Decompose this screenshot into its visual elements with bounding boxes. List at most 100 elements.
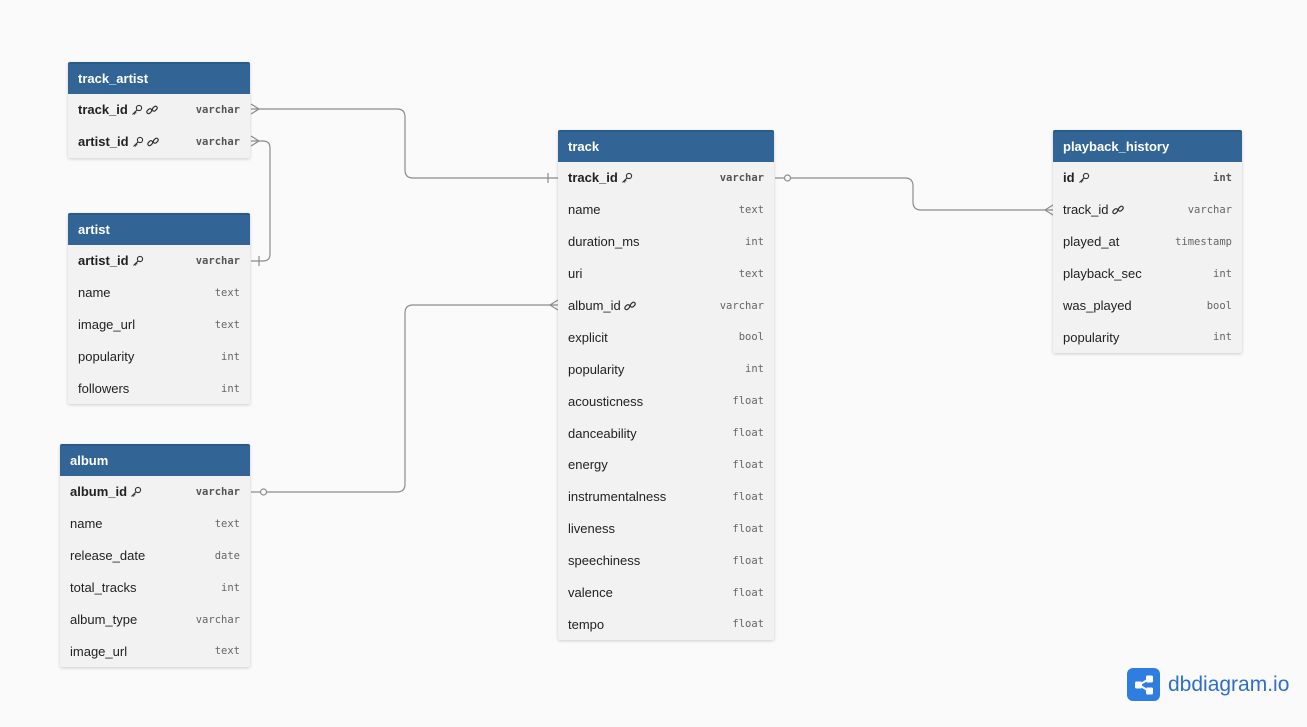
table-title[interactable]: artist [68,213,250,245]
brand-logo[interactable]: dbdiagram.io [1127,668,1289,701]
field-type: float [732,458,764,471]
field-name-text: danceability [568,425,637,441]
field-row-album-id[interactable]: album_id varchar [60,476,250,508]
share-nodes-icon [1127,668,1160,701]
field-name: total_tracks [70,580,136,595]
field-row-name[interactable]: name text [60,508,250,540]
field-type: varchar [195,135,240,148]
table-title[interactable]: track [558,130,774,162]
field-type: varchar [195,485,240,498]
field-name-text: followers [78,381,130,396]
key-icon [1078,172,1090,184]
field-row-id[interactable]: id int [1053,162,1242,194]
field-name: id [1063,170,1090,185]
field-row-duration-ms[interactable]: duration_ms int [558,226,774,258]
field-type: int [221,382,240,395]
field-name: followers [78,381,129,396]
field-type: text [214,517,240,530]
field-name: track_id [1063,202,1124,217]
key-icon [131,104,143,116]
field-name-text: track_id [568,170,618,186]
field-name-text: speechiness [568,553,641,569]
brand-name: dbdiagram.io [1168,672,1290,696]
field-name-text: name [70,516,103,532]
field-row-name[interactable]: name text [558,194,774,226]
field-type: text [738,203,764,216]
table-album[interactable]: album album_id varchar name text release_date… [60,444,250,668]
field-type: int [745,235,764,248]
field-name: valence [568,585,613,600]
table-title[interactable]: album [60,444,250,476]
field-name-text: album_id [70,484,128,500]
field-name-text: duration_ms [568,234,640,250]
field-name: name [568,202,601,217]
field-name-text: popularity [78,349,135,365]
edge-track-artist-track [251,108,558,179]
field-name-text: tempo [568,616,605,632]
table-title[interactable]: playback_history [1053,130,1242,162]
crow-foot-icon [1043,204,1054,216]
link-icon [623,300,636,312]
field-name: artist_id [78,134,159,149]
field-row-speechiness[interactable]: speechiness float [558,545,774,577]
field-row-uri[interactable]: uri text [558,258,774,290]
field-type: text [214,318,240,331]
field-name-text: album_id [568,298,621,313]
field-name: release_date [70,548,145,563]
field-type: text [738,267,764,280]
field-type: int [1213,171,1232,184]
field-name-text: artist_id [78,253,129,269]
field-type: float [732,522,764,535]
field-row-energy[interactable]: energy float [558,449,774,481]
field-name: image_url [70,644,127,659]
field-name-text: album_type [70,612,138,627]
field-type: varchar [195,103,240,116]
field-name-text: energy [568,457,608,473]
field-name-text: was_played [1063,298,1132,313]
field-row-followers[interactable]: followers int [68,373,250,405]
table-title[interactable]: track_artist [68,62,250,94]
field-type: timestamp [1175,235,1232,248]
field-row-artist-id[interactable]: artist_id varchar [68,126,250,158]
field-type: int [221,581,240,594]
field-name-text: uri [568,266,583,282]
key-icon [132,136,144,148]
crow-foot-icon [250,135,261,147]
field-name: album_type [70,612,137,627]
field-type: float [732,490,764,503]
field-row-album-id[interactable]: album_id varchar [558,290,774,322]
field-row-total-tracks[interactable]: total_tracks int [60,572,250,604]
edge-track-artist-artist [251,140,271,262]
field-type: varchar [719,299,764,312]
field-name-text: popularity [568,361,625,377]
key-icon [621,172,633,184]
field-type: float [732,554,764,567]
field-name: popularity [78,349,134,364]
